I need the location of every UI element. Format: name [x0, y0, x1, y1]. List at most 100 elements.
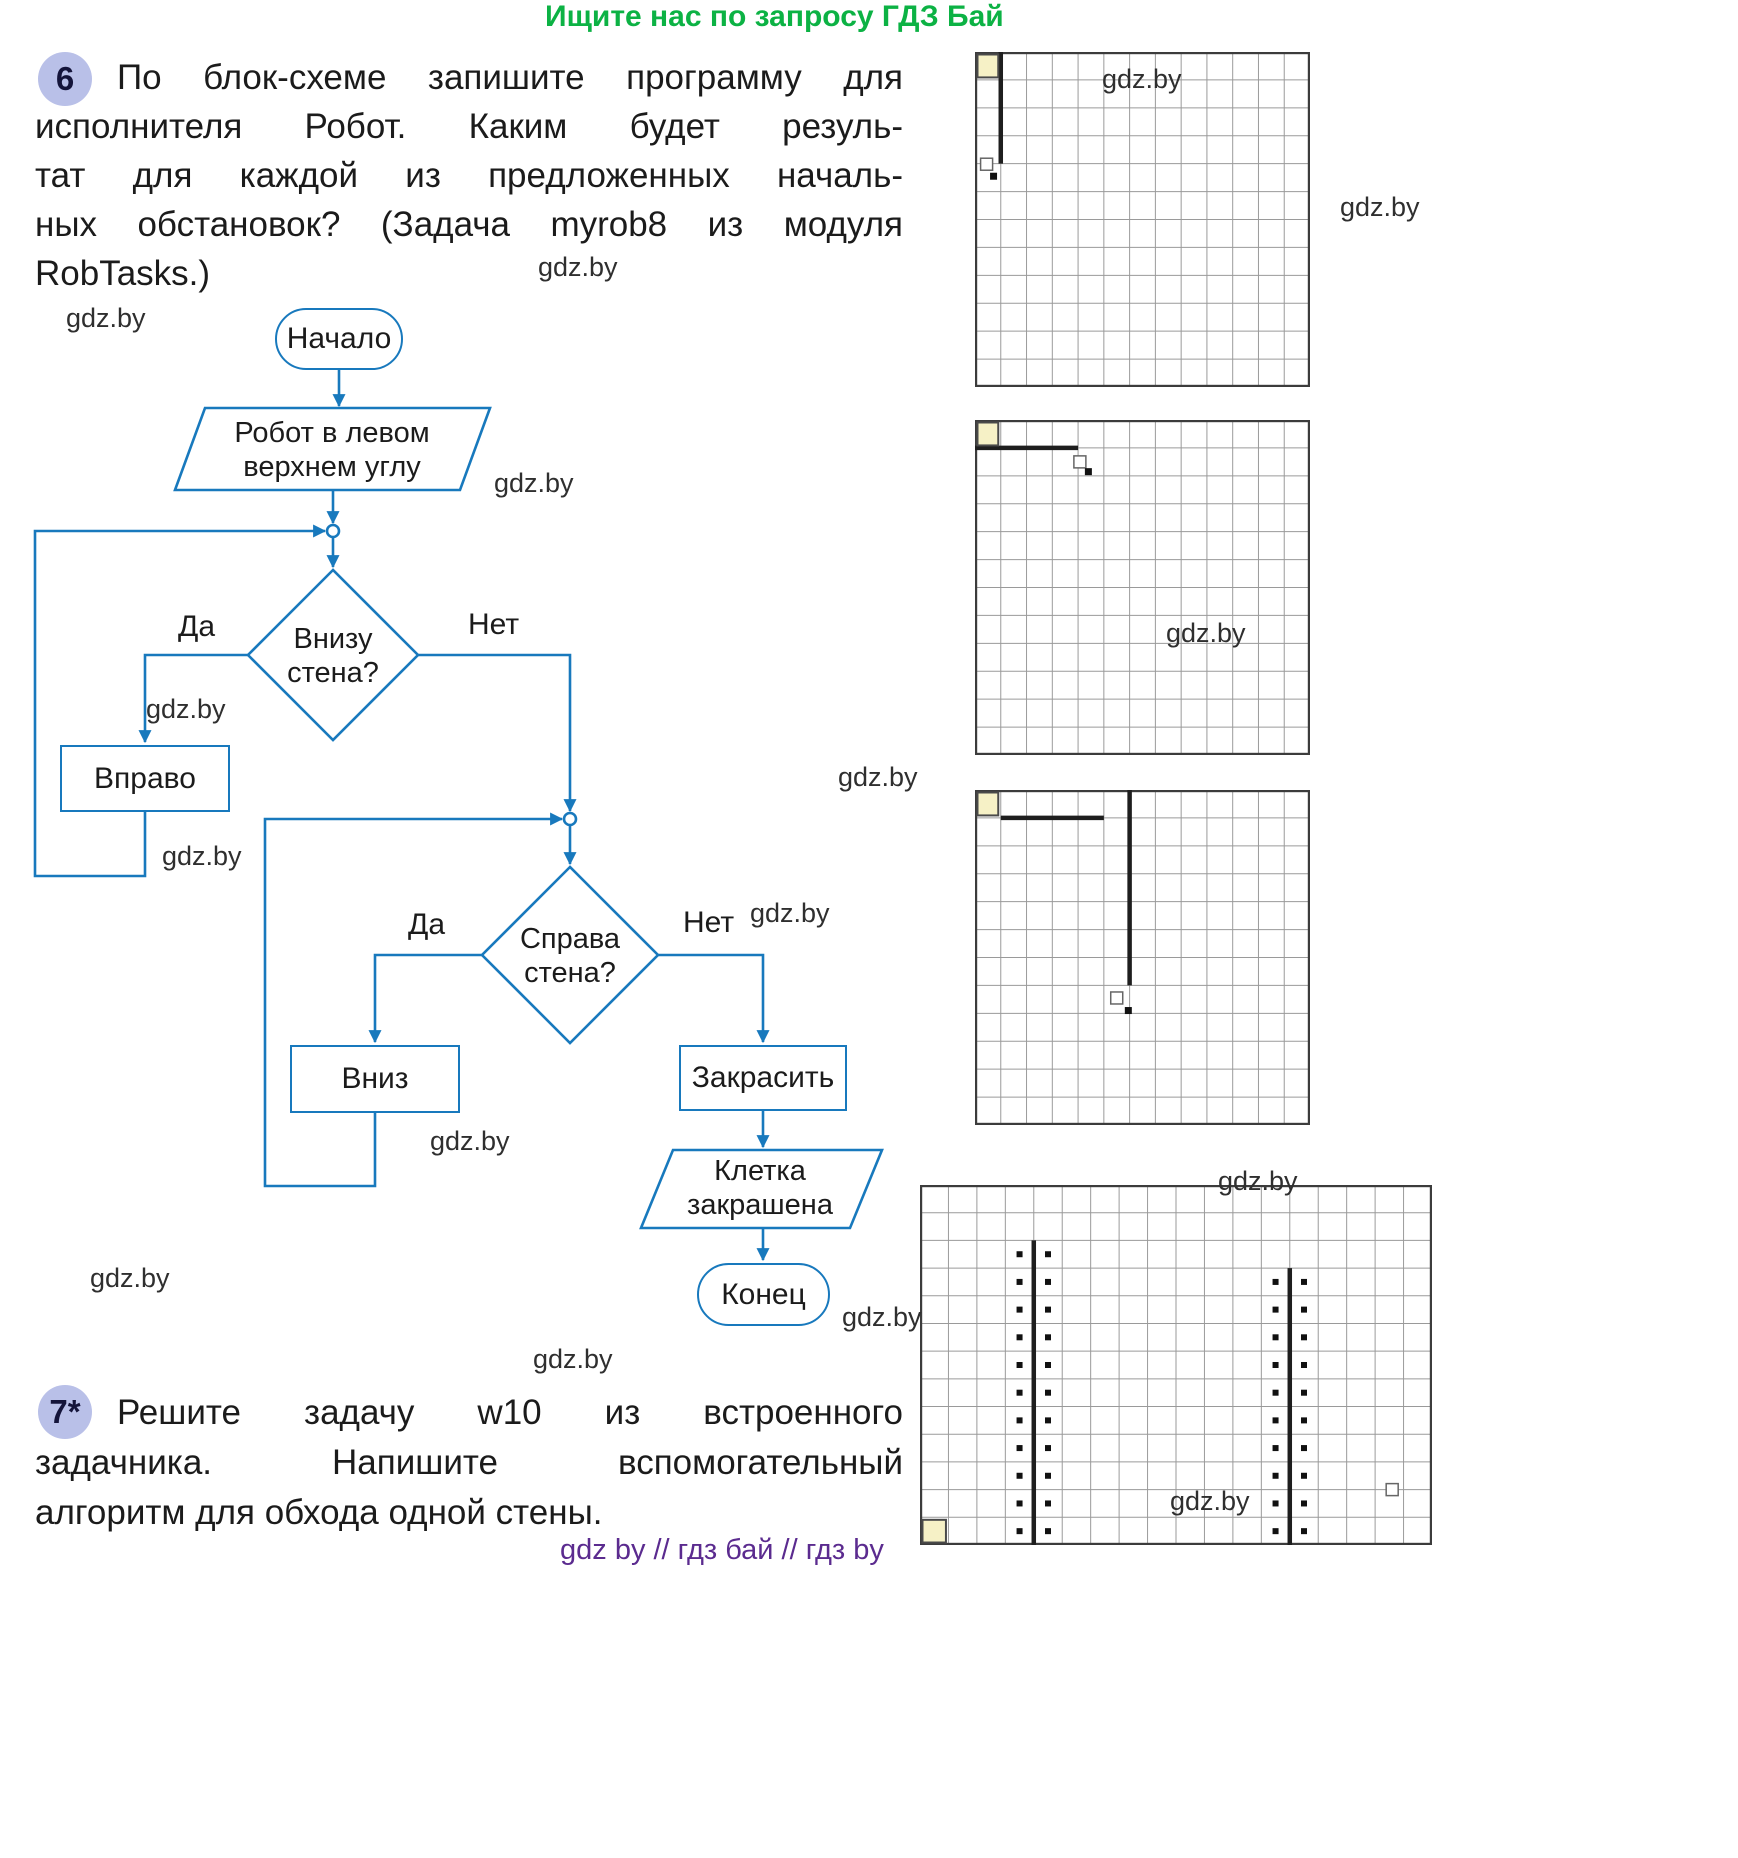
paint-dot: [1045, 1417, 1051, 1424]
paint-dot: [1301, 1389, 1307, 1396]
field-border: [974, 789, 1311, 1126]
branch-yes2-label: Да: [408, 908, 446, 941]
merge-point-1: [325, 523, 341, 539]
robot: [921, 1518, 947, 1544]
field-grid: [974, 789, 1311, 1126]
marker-dot: [990, 172, 998, 180]
flow-line-no1: [418, 653, 577, 813]
paint-dot: [1301, 1500, 1307, 1507]
marker-square: [979, 157, 994, 171]
task6-line: RobTasks.): [35, 254, 211, 293]
field-grid: [974, 51, 1311, 388]
robot: [976, 421, 1000, 447]
paint-dot: [1301, 1306, 1307, 1313]
marker-dot: [1124, 1007, 1132, 1015]
paint-dot: [1301, 1528, 1307, 1535]
paint-dot: [1016, 1417, 1023, 1424]
flow-decision1-label: Внизу стена?: [287, 623, 379, 689]
robot-field-3: [974, 789, 1311, 1126]
branch-no1-label: Нет: [468, 608, 520, 641]
paint-dot: [1301, 1278, 1307, 1285]
paint-dot: [1045, 1528, 1051, 1535]
paint-dot: [1045, 1306, 1051, 1313]
marker-dot: [1084, 468, 1092, 476]
flow-node-right: Вправо: [60, 745, 230, 812]
paint-dot: [1016, 1472, 1023, 1479]
task6-line: ных обстановок? (Задача myrob8 из модуля: [35, 205, 903, 244]
paint-dot: [1301, 1472, 1307, 1479]
paint-dot: [1272, 1278, 1279, 1285]
robot-field-4: [919, 1184, 1433, 1546]
flow-line-no2: [658, 953, 770, 1044]
task7-number-badge: 7*: [38, 1385, 92, 1439]
task6-text: По блок-схеме запишите программу для исп…: [35, 53, 903, 298]
task7-text: Решите задачу w10 из встроенного задачни…: [35, 1388, 903, 1538]
output-parallelogram: [639, 1148, 884, 1230]
decision2-diamond: [480, 865, 660, 1045]
paint-dot: [1045, 1251, 1051, 1258]
robot: [976, 53, 1000, 79]
input-parallelogram: [173, 406, 492, 492]
flow-node-down: Вниз: [290, 1045, 460, 1113]
gdzby-watermark: gdz.by: [1340, 192, 1420, 222]
flow-loop2: [263, 812, 564, 1188]
flow-node-output-label: Клетка закрашена: [687, 1155, 833, 1221]
flowchart-connectors: [33, 370, 884, 1262]
merge-point-2: [562, 811, 578, 827]
robot-field-2: [974, 419, 1311, 756]
paint-dot: [1016, 1389, 1023, 1396]
marker-square: [1109, 991, 1124, 1005]
paint-dot: [1016, 1278, 1023, 1285]
paint-dot: [1016, 1445, 1023, 1452]
paint-dot: [1016, 1251, 1023, 1258]
paint-dot: [1272, 1472, 1279, 1479]
decision1-diamond: [246, 568, 420, 742]
flow-node-start: Начало: [275, 308, 403, 370]
task6-line: По блок-схеме запишите программу для: [117, 58, 903, 97]
paint-dot: [1301, 1362, 1307, 1368]
task6-number-badge: 6: [38, 52, 92, 106]
paint-dot: [1272, 1500, 1279, 1507]
task7-line: задачника. Напишите вспомогательный: [35, 1443, 903, 1482]
paint-dot: [1016, 1334, 1023, 1341]
flow-node-paint: Закрасить: [679, 1045, 847, 1111]
paint-dot: [1045, 1472, 1051, 1479]
flow-decision2-label: Справа стена?: [519, 923, 621, 989]
paint-dot: [1301, 1417, 1307, 1424]
paint-dot: [1272, 1334, 1279, 1341]
paint-dot: [1272, 1445, 1279, 1452]
paint-dot: [1045, 1389, 1051, 1396]
footer-watermark: gdz by // гдз бай // гдз by: [560, 1534, 884, 1566]
flow-node-input-label: Робот в левом верхнем углу: [234, 417, 430, 483]
paint-dot: [1272, 1389, 1279, 1396]
robot-field-1: [974, 51, 1311, 388]
paint-dot: [1272, 1417, 1279, 1424]
task7-line: Решите задачу w10 из встроенного: [117, 1393, 903, 1432]
task6-line: тат для каждой из предложенных началь-: [35, 156, 903, 195]
task6-number: 6: [55, 60, 75, 97]
task7-line: алгоритм для обхода одной стены.: [35, 1493, 603, 1532]
paint-dot: [1301, 1334, 1307, 1341]
field-border: [974, 51, 1311, 388]
paint-dot: [1045, 1500, 1051, 1507]
paint-dot: [1016, 1528, 1023, 1535]
promo-header: Ищите нас по запросу ГДЗ Бай: [545, 0, 1004, 33]
marker-square: [1385, 1482, 1399, 1497]
field-grid: [974, 419, 1311, 756]
paint-dot: [1045, 1445, 1051, 1452]
branch-no2-label: Нет: [683, 906, 735, 939]
field-border: [919, 1184, 1433, 1546]
paint-dot: [1016, 1362, 1023, 1368]
marker-square: [1073, 455, 1087, 469]
flow-line-yes1: [138, 653, 248, 744]
flow-node-end: Конец: [697, 1263, 830, 1326]
paint-dot: [1272, 1306, 1279, 1313]
field-grid: [919, 1184, 1433, 1546]
field-border: [974, 419, 1311, 756]
paint-dot: [1016, 1306, 1023, 1313]
paint-dot: [1272, 1362, 1279, 1368]
paint-dot: [1045, 1334, 1051, 1341]
task6-line: исполнителя Робот. Каким будет резуль-: [35, 107, 903, 146]
paint-dot: [1272, 1528, 1279, 1535]
